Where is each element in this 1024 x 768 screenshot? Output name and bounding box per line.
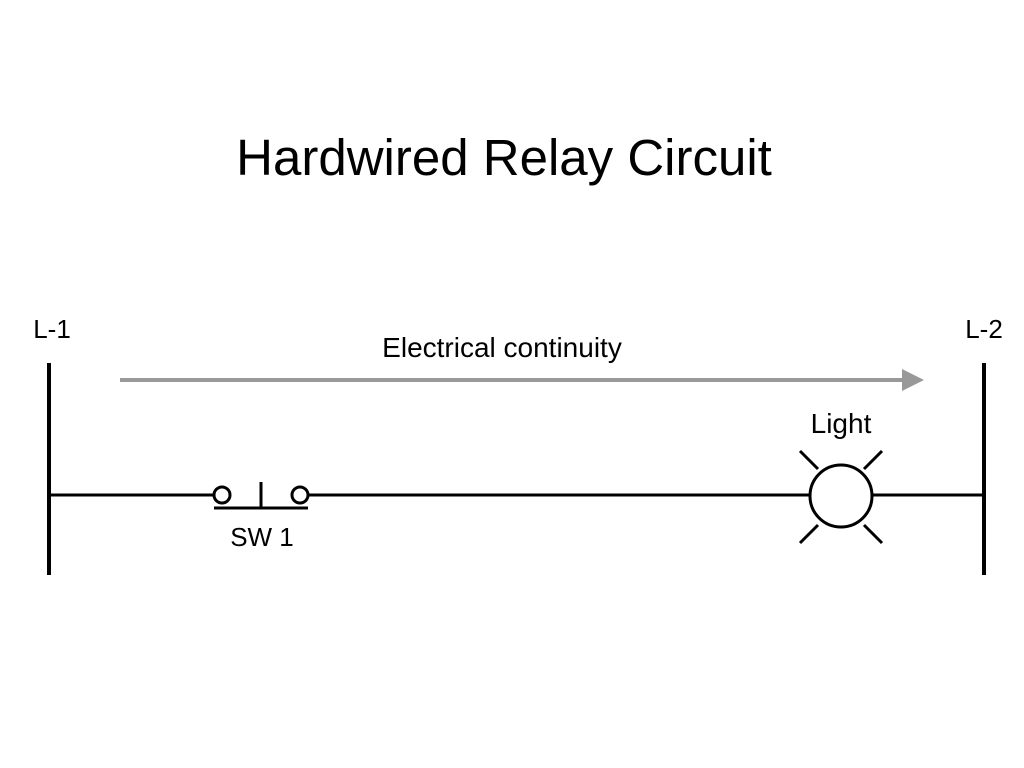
- right-rail-label: L-2: [965, 314, 1003, 344]
- lamp-symbol: [798, 449, 884, 545]
- continuity-arrow: [120, 369, 924, 391]
- lamp-ray-bottom-right: [862, 523, 884, 545]
- continuity-label: Electrical continuity: [382, 332, 622, 363]
- lamp-bulb: [808, 463, 874, 529]
- lamp-label: Light: [811, 408, 872, 439]
- lamp-ray-top-left: [798, 449, 820, 471]
- switch-sw1-symbol: [212, 482, 310, 510]
- left-rail-label: L-1: [33, 314, 71, 344]
- switch-terminal-right: [290, 485, 310, 505]
- switch-label: SW 1: [230, 522, 294, 552]
- lamp-ray-top-right: [862, 449, 884, 471]
- lamp-ray-bottom-left: [798, 523, 820, 545]
- diagram-title: Hardwired Relay Circuit: [236, 129, 772, 186]
- switch-terminal-left: [212, 485, 232, 505]
